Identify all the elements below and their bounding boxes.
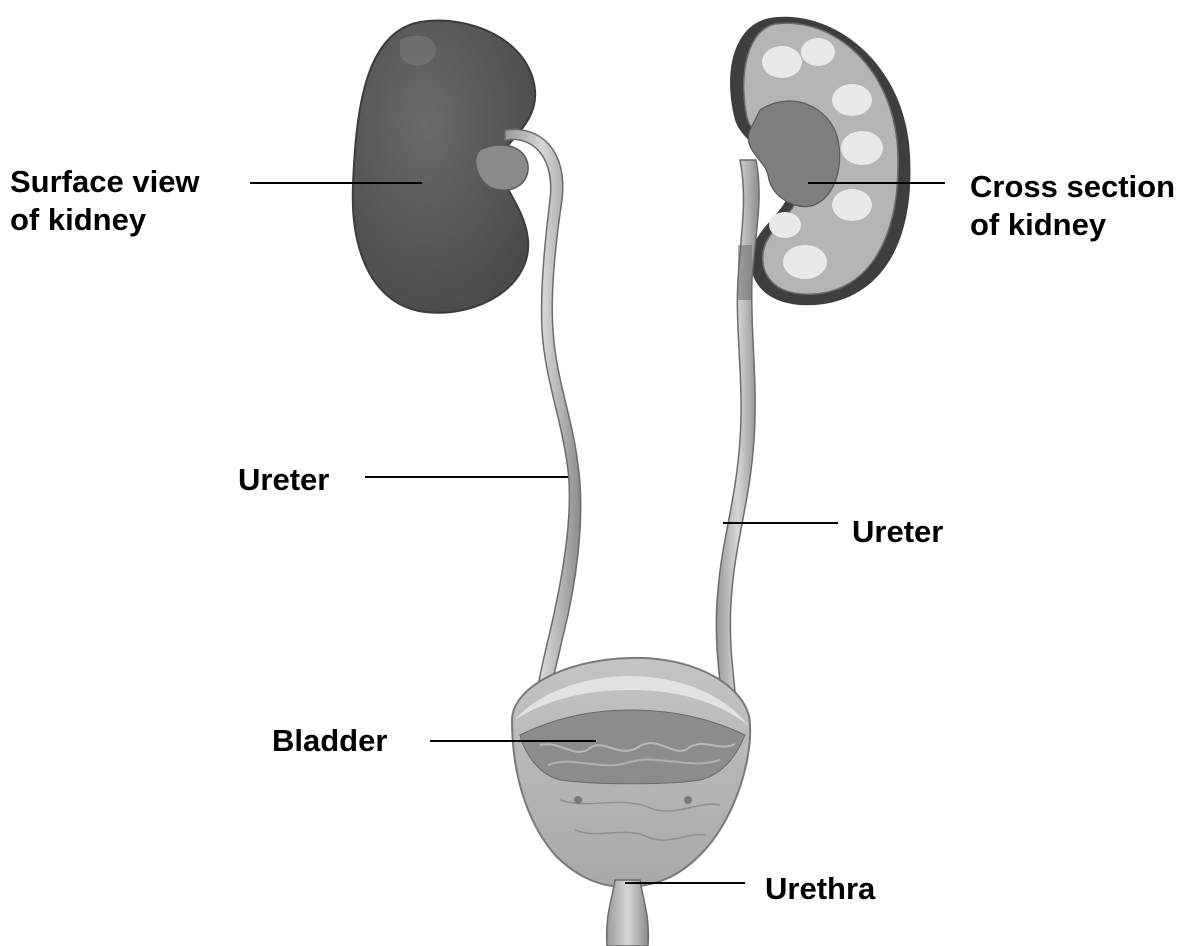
right-ureter <box>716 160 759 700</box>
label-cross-line1: Cross section <box>970 168 1175 206</box>
label-urethra: Urethra <box>765 870 875 908</box>
label-ureter-right: Ureter <box>852 513 943 551</box>
bladder <box>512 658 750 887</box>
urethra <box>607 880 649 946</box>
label-cross-line2: of kidney <box>970 206 1175 244</box>
label-bladder: Bladder <box>272 722 387 760</box>
label-surface-line2: of kidney <box>10 201 200 239</box>
label-ureter-left: Ureter <box>238 461 329 499</box>
label-surface-line1: Surface view <box>10 163 200 201</box>
label-cross-section-of-kidney: Cross section of kidney <box>970 168 1175 244</box>
left-kidney-surface <box>353 21 535 313</box>
right-kidney-cross-section <box>730 17 910 305</box>
label-surface-view-of-kidney: Surface view of kidney <box>10 163 200 239</box>
